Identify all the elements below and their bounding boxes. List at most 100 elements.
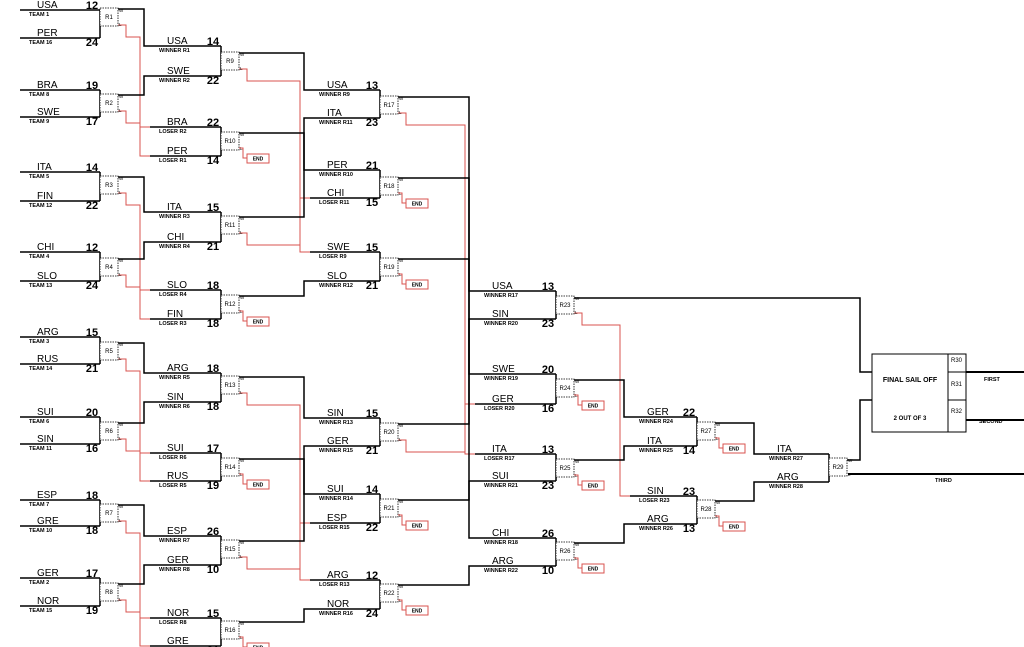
round-label: R14 [224, 465, 236, 471]
round-label: R10 [224, 139, 236, 145]
loser-connector [239, 392, 310, 581]
round-label: R22 [383, 591, 395, 597]
round-box [220, 620, 240, 640]
round-box [220, 294, 240, 314]
team-name: CHI [37, 242, 54, 253]
seed-label: WINNER R17 [484, 293, 518, 299]
round-label: R25 [559, 466, 571, 472]
end-label: END [412, 283, 423, 289]
loser-mark: L [119, 356, 122, 361]
team-name: ARG [647, 514, 669, 525]
team-name: ARG [327, 570, 349, 581]
winner-mark: W [575, 296, 580, 301]
team-name: SWE [492, 364, 515, 375]
loser-mark: L [119, 597, 122, 602]
team-score: 21 [366, 280, 378, 292]
end-box [246, 642, 270, 647]
team-name: USA [492, 281, 513, 292]
winner-mark: W [399, 258, 404, 263]
end-box [722, 521, 746, 532]
winner-connector [398, 177, 475, 539]
final-round-label: R32 [951, 409, 963, 415]
winner-mark: W [119, 504, 124, 509]
end-label: END [588, 404, 599, 410]
team-name: SLO [327, 271, 347, 282]
seed-label: LOSER R8 [159, 620, 187, 626]
team-score: 24 [86, 280, 99, 292]
team-score: 19 [207, 480, 219, 492]
round-box [555, 295, 575, 315]
final-sail-off: FINAL SAIL OFF 2 OUT OF 3 R30 R31 R32 FI… [848, 353, 1024, 484]
loser-mark: L [119, 436, 122, 441]
loser-mark: L [240, 230, 243, 235]
team-name: SIN [327, 408, 344, 419]
team-name: SWE [327, 242, 350, 253]
team-name: FIN [37, 191, 53, 202]
team-score: 21 [207, 645, 219, 647]
team-name: BRA [167, 117, 188, 128]
round-label: R24 [559, 386, 571, 392]
seed-label: LOSER R5 [159, 483, 187, 489]
round-box [555, 378, 575, 398]
end-box [581, 480, 605, 491]
round-box [696, 421, 716, 441]
team-score: 18 [86, 490, 98, 502]
end-label: END [729, 525, 740, 531]
seed-label: WINNER R5 [159, 375, 190, 381]
winner-mark: W [399, 177, 404, 182]
team-score: 23 [542, 318, 554, 330]
seed-label: TEAM 15 [29, 608, 52, 614]
winner-connector [574, 297, 872, 373]
team-score: 16 [542, 403, 554, 415]
team-score: 13 [683, 523, 695, 535]
winner-connector [239, 445, 310, 542]
seed-label: WINNER R16 [319, 611, 353, 617]
winner-mark: W [716, 422, 721, 427]
round-box [220, 375, 240, 395]
end-connector [574, 474, 582, 486]
winner-mark: W [240, 376, 245, 381]
seed-label: WINNER R2 [159, 78, 190, 84]
end-connector [239, 473, 247, 485]
round-box [220, 457, 240, 477]
team-name: GER [647, 407, 669, 418]
round-label: R11 [225, 223, 236, 229]
seed-label: TEAM 9 [29, 119, 49, 125]
winner-connector [118, 504, 150, 537]
loser-connector [118, 599, 150, 619]
loser-mark: L [119, 272, 122, 277]
seed-label: TEAM 16 [29, 40, 52, 46]
round-label: R5 [105, 349, 113, 355]
seed-label: TEAM 2 [29, 580, 49, 586]
seed-label: WINNER R12 [319, 283, 353, 289]
seed-label: TEAM 5 [29, 174, 49, 180]
team-score: 15 [207, 608, 219, 620]
end-box [246, 316, 270, 327]
winner-mark: W [240, 216, 245, 221]
winner-connector [239, 376, 310, 419]
loser-connector [574, 312, 630, 497]
winner-mark: W [119, 583, 124, 588]
seed-label: WINNER R11 [319, 120, 353, 126]
final-round-label: R30 [951, 358, 963, 364]
end-label: END [412, 202, 423, 208]
round-label: R15 [224, 547, 236, 553]
seed-label: WINNER R4 [159, 244, 191, 250]
team-score: 21 [86, 363, 98, 375]
third-place-label: THIRD [935, 478, 952, 484]
seed-label: LOSER R20 [484, 406, 515, 412]
team-score: 15 [366, 408, 378, 420]
end-label: END [253, 157, 264, 163]
round-box [379, 498, 399, 518]
seed-label: TEAM 1 [29, 12, 49, 18]
final-box [871, 353, 949, 433]
team-score: 26 [542, 528, 554, 540]
loser-connector [398, 112, 475, 455]
team-score: 15 [86, 327, 98, 339]
seed-label: TEAM 6 [29, 419, 49, 425]
